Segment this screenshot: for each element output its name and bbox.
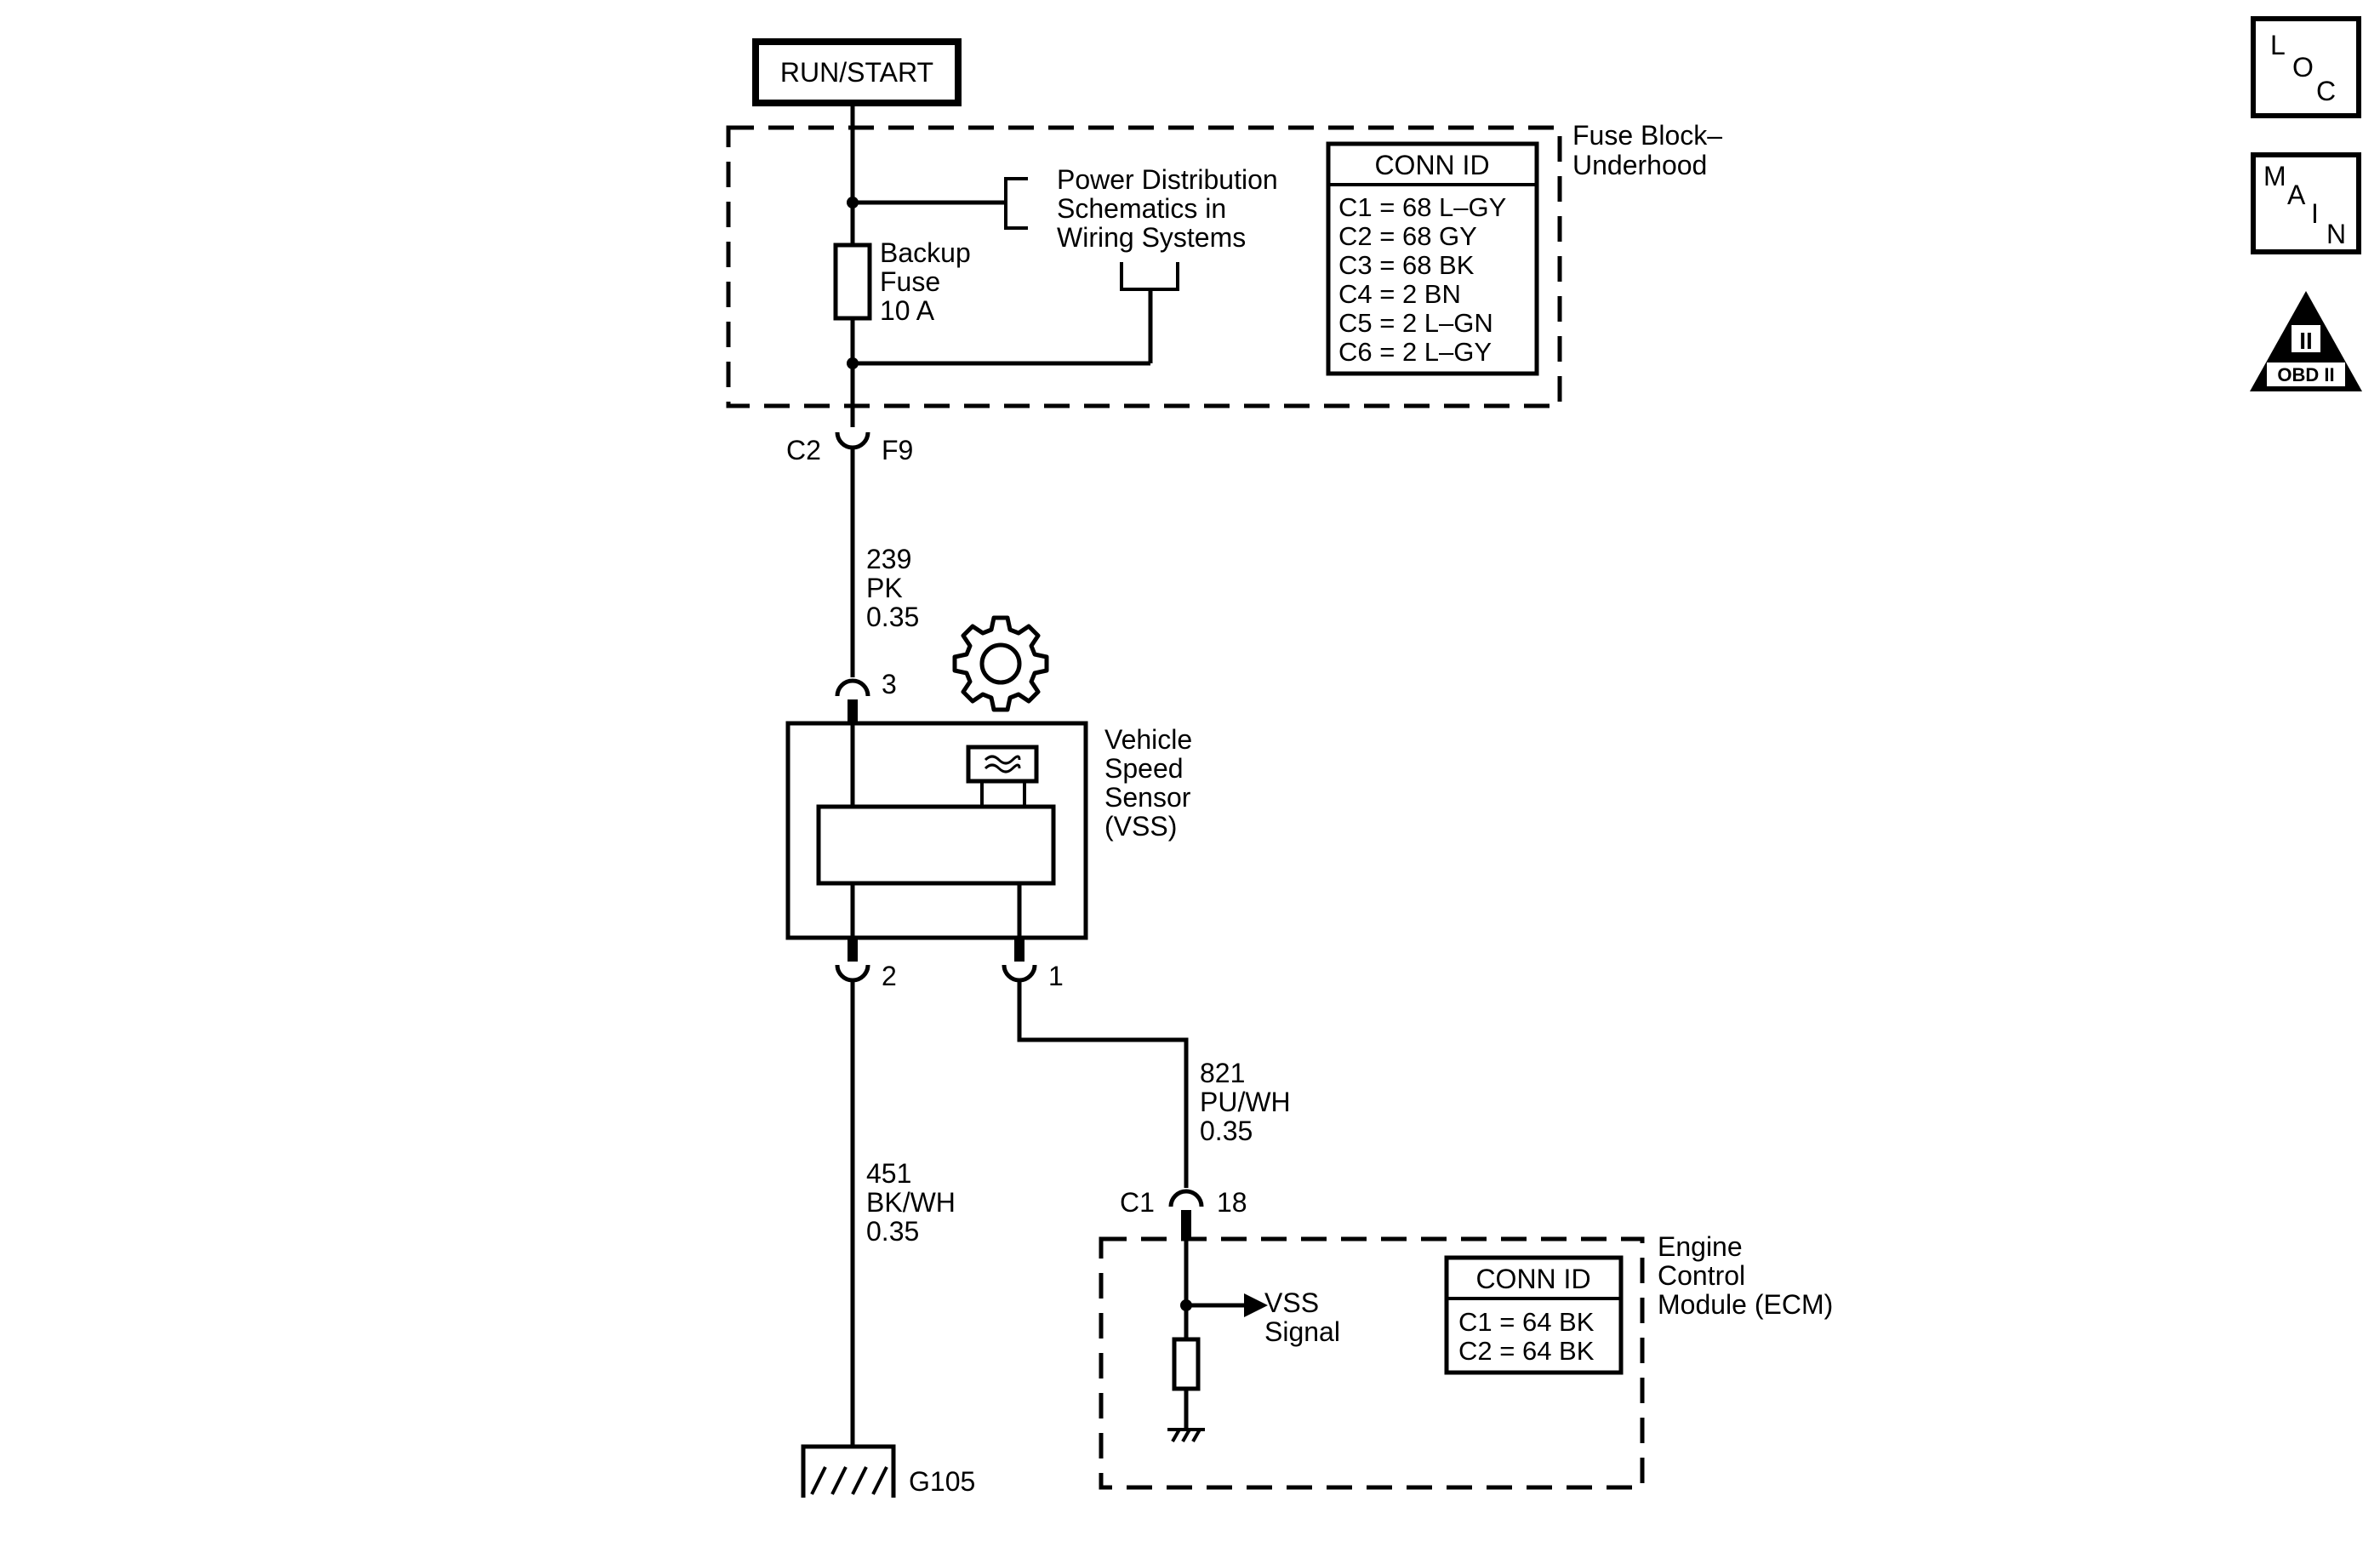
fuse-block-title-line2: Underhood [1572, 150, 1707, 180]
loc-icon-l: L [2270, 30, 2286, 60]
main-icon-m: M [2263, 161, 2286, 191]
fuse-block-title-line1: Fuse Block– [1572, 120, 1722, 151]
wire-239-color: PK [866, 573, 903, 603]
power-distribution-label-line1: Power Distribution [1057, 164, 1278, 195]
power-distribution-branch: Power Distribution Schematics in Wiring … [853, 164, 1278, 366]
wire-239-gauge: 0.35 [866, 602, 919, 632]
backup-fuse: Backup Fuse 10 A [833, 237, 971, 326]
main-icon-i: I [2311, 198, 2319, 229]
obd-ii-icon-label: OBD II [2277, 364, 2334, 385]
ground-g105-label: G105 [909, 1466, 975, 1497]
main-icon-n: N [2326, 219, 2346, 249]
wire-451-circuit: 451 [866, 1158, 911, 1189]
main-icon-a: A [2287, 180, 2306, 210]
loc-icon-o: O [2292, 52, 2314, 83]
vss-pin-3-label: 3 [882, 669, 897, 699]
ecm-c1-18-connector: C1 18 [1120, 1187, 1247, 1239]
ecm-conn-table: CONN ID C1 = 64 BK C2 = 64 BK [1444, 1255, 1624, 1375]
ecm-boundary [1099, 1236, 1645, 1490]
fuse-block-conn-c2: C2 = 68 GY [1338, 221, 1477, 251]
wire-451-color: BK/WH [866, 1187, 956, 1218]
ecm-conn-c2: C2 = 64 BK [1458, 1336, 1595, 1366]
backup-fuse-label-line1: Backup [880, 237, 971, 268]
loc-icon[interactable]: L O C [2251, 16, 2361, 118]
feed-wire [847, 103, 859, 427]
wire-451-label: 451 BK/WH 0.35 [866, 1158, 956, 1247]
vehicle-speed-sensor: Vehicle Speed Sensor (VSS) [785, 721, 1192, 940]
ecm-c1-connector-label: C1 [1120, 1187, 1155, 1218]
fuse-block-conn-table: CONN ID C1 = 68 L–GY C2 = 68 GY C3 = 68 … [1326, 141, 1539, 376]
wire-451-gauge: 0.35 [866, 1216, 919, 1247]
obd-ii-icon-roman: II [2299, 328, 2313, 354]
fuse-block-conn-c4: C4 = 2 BN [1338, 279, 1461, 309]
power-distribution-label-line3: Wiring Systems [1057, 222, 1246, 253]
vss-pin-2-connector: 2 [835, 938, 897, 1447]
loc-icon-c: C [2316, 76, 2336, 106]
ecm-title-line3: Module (ECM) [1658, 1289, 1833, 1320]
backup-fuse-label-line3: 10 A [880, 295, 935, 326]
fuse-block-conn-c3: C3 = 68 BK [1338, 250, 1475, 280]
gear-icon [952, 615, 1049, 712]
vss-name-line3: Sensor [1104, 782, 1191, 813]
wire-239-label: 239 PK 0.35 [866, 544, 919, 632]
fuse-block-boundary [726, 125, 1562, 408]
ecm-title-line1: Engine [1658, 1231, 1743, 1262]
run-start-box: RUN/START [752, 38, 962, 106]
wire-821-gauge: 0.35 [1200, 1116, 1253, 1146]
wire-821-label: 821 PU/WH 0.35 [1200, 1058, 1291, 1146]
main-icon[interactable]: M A I N [2251, 152, 2361, 254]
fuse-block-conn-c5: C5 = 2 L–GN [1338, 308, 1493, 338]
ecm-conn-header: CONN ID [1475, 1264, 1590, 1294]
wire-821-color: PU/WH [1200, 1087, 1291, 1117]
vss-pin-1-label: 1 [1048, 961, 1064, 991]
ecm-pin-18-label: 18 [1217, 1187, 1247, 1218]
vss-pin-1-connector: 1 [1002, 938, 1189, 1188]
ground-g105: G105 [801, 1444, 975, 1498]
vss-name-line4: (VSS) [1104, 811, 1177, 842]
vss-name-line2: Speed [1104, 753, 1184, 784]
obd-ii-icon[interactable]: II OBD II [2250, 291, 2362, 391]
vss-pin-3-connector: 3 [835, 669, 897, 722]
vss-name-line1: Vehicle [1104, 724, 1192, 755]
fuse-block-conn-c1: C1 = 68 L–GY [1338, 192, 1506, 222]
f9-pin-label: F9 [882, 435, 913, 465]
wire-239-circuit: 239 [866, 544, 911, 574]
run-start-label: RUN/START [780, 57, 933, 88]
wire-821-circuit: 821 [1200, 1058, 1245, 1088]
fuse-block-conn-header: CONN ID [1374, 150, 1489, 180]
power-distribution-label-line2: Schematics in [1057, 193, 1226, 224]
c2-f9-connector: C2 F9 [786, 431, 913, 677]
vss-signal-label-line2: Signal [1264, 1316, 1340, 1347]
c2-connector-label: C2 [786, 435, 821, 465]
ecm-internal-circuit: VSS Signal [1167, 1239, 1340, 1442]
ecm-title-line2: Control [1658, 1260, 1745, 1291]
fuse-block-conn-c6: C6 = 2 L–GY [1338, 337, 1492, 367]
vss-signal-label-line1: VSS [1264, 1287, 1319, 1318]
backup-fuse-label-line2: Fuse [880, 266, 940, 297]
ecm-conn-c1: C1 = 64 BK [1458, 1307, 1595, 1337]
vss-pin-2-label: 2 [882, 961, 897, 991]
